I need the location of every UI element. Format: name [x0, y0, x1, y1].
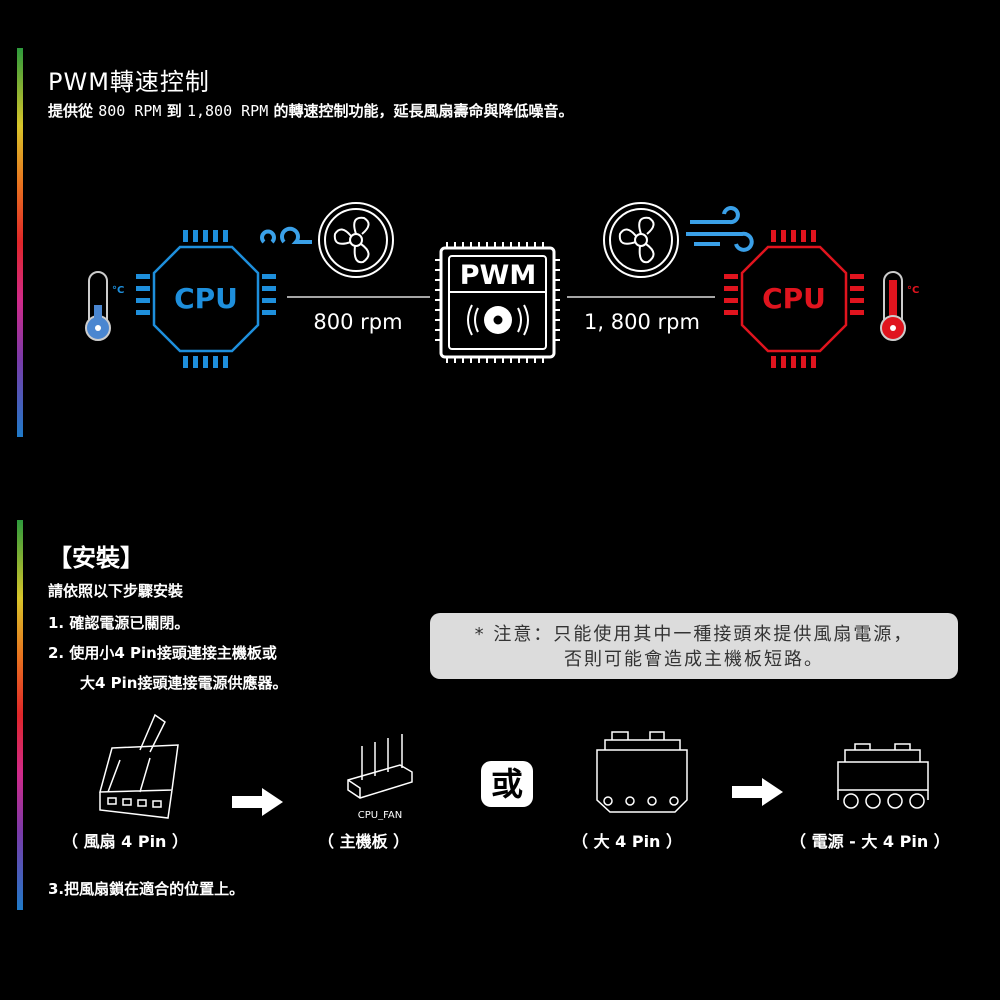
- motherboard-header-icon: [347, 734, 413, 799]
- fan-icon: [603, 202, 679, 278]
- desc-text: 的轉速控制功能，延長風扇壽命與降低噪音。: [273, 102, 574, 120]
- install-step-2-cont: 大4 Pin接頭連接電源供應器。: [80, 674, 288, 692]
- caption-fan-4pin: （ 風扇 4 Pin ）: [62, 832, 189, 851]
- desc-text: 提供從: [48, 102, 94, 120]
- cpu-chip-cool-icon: [136, 230, 276, 368]
- caption-psu-4pin: （ 電源 - 大 4 Pin ）: [790, 832, 950, 851]
- cpu-chip-hot-icon: [724, 230, 864, 368]
- connector-illustrations: CPU_FAN: [99, 713, 929, 820]
- install-step-2: 2. 使用小4 Pin接頭連接主機板或: [48, 644, 277, 662]
- rpm-high-label: 1, 800 rpm: [584, 310, 700, 334]
- arrow-right-icon: [732, 778, 783, 806]
- cpu-fan-label: CPU_FAN: [358, 810, 403, 820]
- fan-4pin-connector-icon: [99, 713, 179, 819]
- psu-molex-connector-icon: [837, 743, 929, 809]
- rainbow-accent-bar: [17, 48, 23, 437]
- warning-note: * 注意：只能使用其中一種接頭來提供風扇電源， 否則可能會造成主機板短路。: [430, 613, 958, 679]
- section-title-pwm: PWM轉速控制: [48, 68, 210, 96]
- molex-4pin-connector-icon: [596, 731, 688, 813]
- note-line: 否則可能會造成主機板短路。: [564, 649, 824, 670]
- rainbow-accent-bar: [17, 520, 23, 910]
- cpu-label-right: CPU: [762, 282, 826, 315]
- section-title-install: 【安裝】: [48, 544, 144, 572]
- install-step-1: 1. 確認電源已關閉。: [48, 614, 190, 632]
- pwm-chip-label: PWM: [460, 260, 536, 291]
- celsius-label: °C: [907, 285, 919, 296]
- desc-text: 到: [166, 102, 182, 120]
- celsius-label: °C: [112, 285, 124, 296]
- strong-wind-icon: [686, 206, 754, 252]
- desc-high-rpm: 1,800 RPM: [186, 102, 269, 120]
- rpm-low-label: 800 rpm: [313, 310, 402, 334]
- caption-motherboard: （ 主機板 ）: [318, 832, 410, 851]
- pwm-description: 提供從 800 RPM 到 1,800 RPM 的轉速控制功能，延長風扇壽命與降…: [48, 100, 573, 121]
- desc-low-rpm: 800 RPM: [98, 102, 162, 120]
- fan-icon: [318, 202, 394, 278]
- install-step-3: 3.把風扇鎖在適合的位置上。: [48, 880, 245, 898]
- or-badge: 或: [481, 761, 533, 807]
- caption-large-4pin: （ 大 4 Pin ）: [572, 832, 683, 851]
- gentle-breeze-icon: [260, 226, 312, 244]
- install-intro: 請依照以下步驟安裝: [48, 582, 184, 600]
- pwm-chip-icon: [435, 242, 560, 363]
- cpu-label-left: CPU: [174, 282, 238, 315]
- arrow-right-icon: [232, 788, 283, 816]
- pwm-diagram: °C CPU 800 rpm PWM 1, 800 rpm CPU °C: [85, 202, 919, 368]
- thermometer-hot-icon: [880, 271, 906, 341]
- note-line: * 注意：只能使用其中一種接頭來提供風扇電源，: [474, 624, 914, 645]
- thermometer-cool-icon: [85, 271, 111, 341]
